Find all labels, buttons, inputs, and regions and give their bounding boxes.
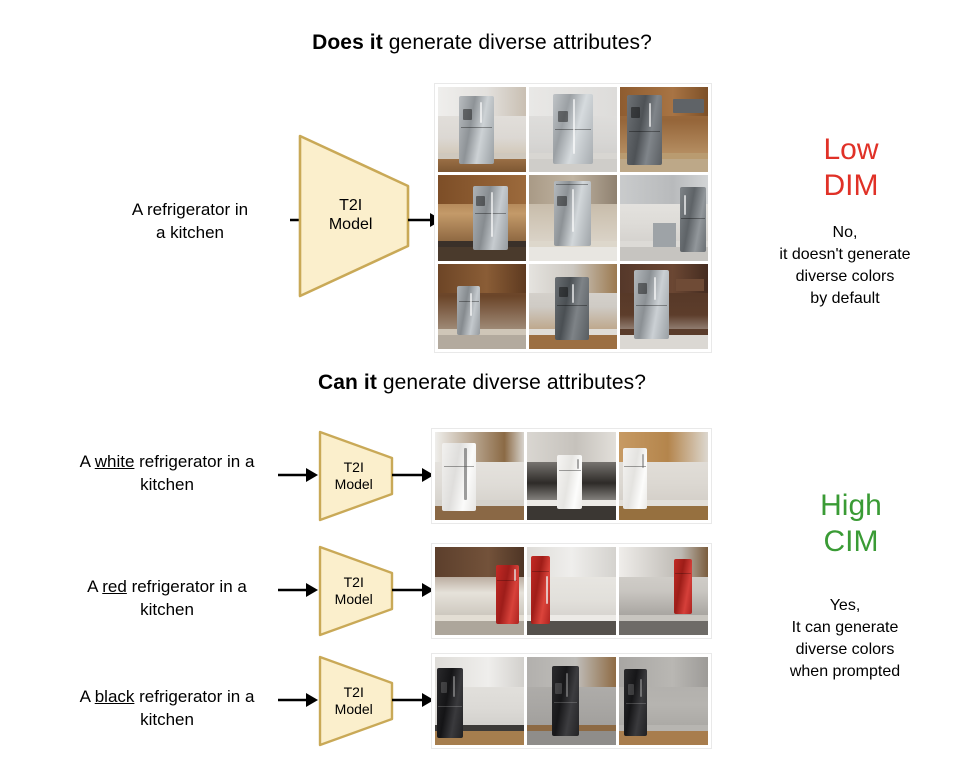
generated-image-cell bbox=[438, 87, 526, 173]
generated-image-cell bbox=[527, 432, 616, 520]
generated-image-cell bbox=[529, 263, 617, 349]
generated-image-cell bbox=[527, 657, 616, 745]
verdict-body-line-1: No, bbox=[832, 224, 858, 241]
generated-image-cell bbox=[619, 547, 708, 635]
generated-image-cell bbox=[619, 432, 708, 520]
generated-image-cell bbox=[435, 657, 524, 745]
prompt-line-2: kitchen bbox=[140, 475, 194, 494]
t2i-model-block-white: T2I Model bbox=[318, 430, 394, 522]
generated-image-cell bbox=[620, 263, 708, 349]
prompt-suffix: refrigerator in a bbox=[126, 577, 247, 596]
verdict-head-cim: High CIM bbox=[738, 488, 964, 560]
prompt-attribute-red: red bbox=[102, 577, 127, 596]
verdict-body-line-3: diverse colors bbox=[795, 268, 895, 285]
generated-image-cell bbox=[438, 263, 526, 349]
model-label-line-1: T2I bbox=[343, 684, 364, 701]
prompt-suffix: refrigerator in a bbox=[134, 452, 255, 471]
prompt-line-1: A white refrigerator in a bbox=[38, 450, 296, 473]
model-label-line-2: Model bbox=[334, 591, 373, 607]
model-label-line-2: Model bbox=[334, 701, 373, 717]
trapezoid-shape bbox=[298, 134, 410, 298]
generated-image-cell bbox=[620, 175, 708, 261]
arrow-model-to-images-red bbox=[392, 583, 434, 597]
prompt-text-red: A red refrigerator in a kitchen bbox=[38, 575, 296, 621]
prompt-attribute-black: black bbox=[94, 687, 135, 706]
prompt-attribute-white: white bbox=[94, 452, 135, 471]
section-title-dim-rest: generate diverse attributes? bbox=[382, 31, 652, 54]
verdict-head-line-2: CIM bbox=[823, 525, 879, 558]
t2i-model-label-dim: T2I Model bbox=[329, 197, 379, 235]
verdict-head-dim: Low DIM bbox=[738, 132, 964, 204]
verdict-body-line-4: when prompted bbox=[789, 663, 901, 680]
verdict-head-line-1: High bbox=[820, 489, 882, 522]
generated-image-cell bbox=[435, 547, 524, 635]
generated-image-cell bbox=[529, 175, 617, 261]
model-label-line-2: Model bbox=[328, 216, 373, 233]
arrow-prompt-to-model-red bbox=[278, 583, 318, 597]
t2i-model-block-red: T2I Model bbox=[318, 545, 394, 637]
generated-image-row-black bbox=[431, 653, 712, 749]
prompt-prefix: A bbox=[79, 452, 95, 471]
verdict-body-line-1: Yes, bbox=[829, 597, 861, 614]
prompt-prefix: A bbox=[79, 687, 95, 706]
model-label-line-1: T2I bbox=[343, 574, 364, 591]
section-title-cim: Can it generate diverse attributes? bbox=[0, 370, 964, 396]
arrow-model-to-images-black bbox=[392, 693, 434, 707]
generated-image-cell bbox=[529, 87, 617, 173]
generated-image-cell bbox=[527, 547, 616, 635]
model-label-line-2: Model bbox=[334, 476, 373, 492]
verdict-body-line-2: it doesn't generate bbox=[779, 246, 911, 263]
generated-image-row-white bbox=[431, 428, 712, 524]
prompt-line-2: kitchen bbox=[140, 600, 194, 619]
t2i-model-block-dim: T2I Model bbox=[298, 134, 410, 298]
verdict-head-line-2: DIM bbox=[823, 169, 879, 202]
prompt-line-1: A refrigerator in bbox=[131, 200, 249, 219]
generated-image-row-red bbox=[431, 543, 712, 639]
verdict-body-line-4: by default bbox=[810, 290, 880, 307]
prompt-line-1: A red refrigerator in a bbox=[38, 575, 296, 598]
prompt-text-black: A black refrigerator in a kitchen bbox=[38, 685, 296, 731]
trapezoid-shape bbox=[318, 430, 394, 522]
prompt-line-2: kitchen bbox=[140, 710, 194, 729]
generated-image-grid-dim bbox=[434, 83, 712, 353]
prompt-text-white: A white refrigerator in a kitchen bbox=[38, 450, 296, 496]
verdict-head-line-1: Low bbox=[823, 133, 879, 166]
t2i-model-label-black: T2I Model bbox=[335, 684, 378, 717]
trapezoid-shape bbox=[318, 545, 394, 637]
model-label-line-1: T2I bbox=[343, 459, 364, 476]
prompt-line-1: A black refrigerator in a bbox=[38, 685, 296, 708]
arrow-prompt-to-model-black bbox=[278, 693, 318, 707]
generated-image-cell bbox=[438, 175, 526, 261]
t2i-model-block-black: T2I Model bbox=[318, 655, 394, 747]
prompt-suffix: refrigerator in a bbox=[134, 687, 255, 706]
prompt-text-dim: A refrigerator in a kitchen bbox=[95, 198, 285, 244]
model-label-line-1: T2I bbox=[339, 197, 363, 215]
section-title-cim-rest: generate diverse attributes? bbox=[376, 371, 646, 394]
generated-image-cell bbox=[620, 87, 708, 173]
prompt-line-2: a kitchen bbox=[155, 223, 225, 242]
section-title-dim: Does it generate diverse attributes? bbox=[0, 30, 964, 56]
verdict-body-cim: Yes, It can generate diverse colors when… bbox=[726, 595, 964, 683]
section-title-cim-bold: Can it bbox=[318, 371, 377, 394]
generated-image-cell bbox=[619, 657, 708, 745]
section-title-dim-bold: Does it bbox=[312, 31, 383, 54]
arrow-prompt-to-model-white bbox=[278, 468, 318, 482]
t2i-model-label-white: T2I Model bbox=[335, 459, 378, 492]
trapezoid-shape bbox=[318, 655, 394, 747]
verdict-body-line-3: diverse colors bbox=[795, 641, 895, 658]
generated-image-cell bbox=[435, 432, 524, 520]
verdict-body-line-2: It can generate bbox=[791, 619, 899, 636]
arrow-model-to-images-white bbox=[392, 468, 434, 482]
t2i-model-label-red: T2I Model bbox=[335, 574, 378, 607]
prompt-prefix: A bbox=[87, 577, 103, 596]
verdict-body-dim: No, it doesn't generate diverse colors b… bbox=[726, 222, 964, 310]
